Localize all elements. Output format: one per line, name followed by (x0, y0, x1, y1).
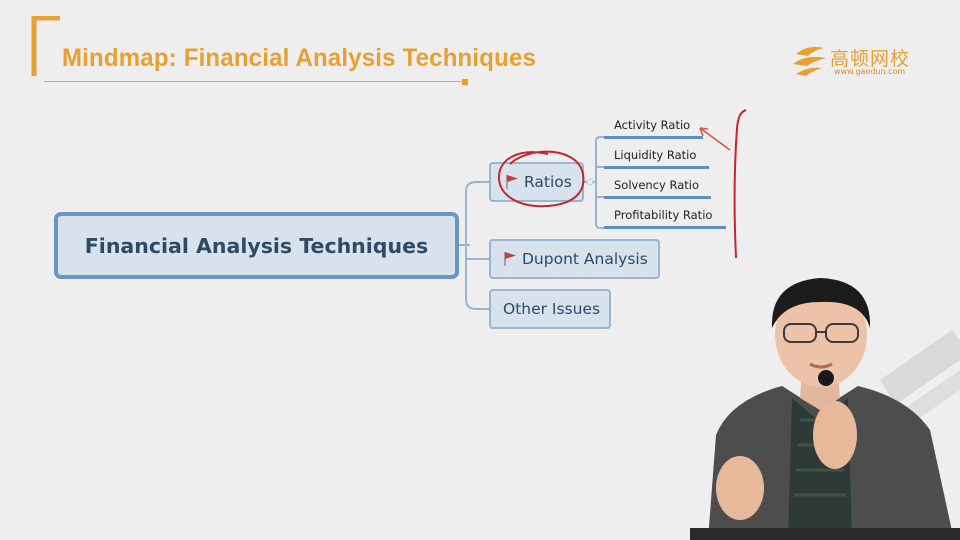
connector-ratios-knob (586, 178, 594, 186)
leaf-underline (604, 166, 709, 169)
branch-label-other-issues: Other Issues (503, 300, 601, 318)
leaf-activity-ratio[interactable]: Activity Ratio (614, 118, 691, 132)
gaodun-logo-mark-icon (793, 46, 826, 76)
root-node[interactable]: Financial Analysis Techniques (54, 212, 459, 279)
connector-branch-spine (465, 181, 489, 310)
flag-icon (506, 175, 518, 189)
leaf-underline (604, 196, 711, 199)
leaf-solvency-ratio[interactable]: Solvency Ratio (614, 178, 700, 192)
leaf-liquidity-ratio[interactable]: Liquidity Ratio (614, 148, 697, 162)
slide-title: Mindmap: Financial Analysis Techniques (62, 44, 537, 72)
flag-icon (504, 252, 516, 266)
leaf-profitability-ratio[interactable]: Profitability Ratio (614, 208, 713, 222)
gaodun-logo: 高顿网校 www.gaodun.com (790, 40, 930, 82)
title-bracket-decoration (31, 16, 60, 76)
branch-node-ratios[interactable]: Ratios (489, 162, 584, 202)
branch-node-dupont-analysis[interactable]: Dupont Analysis (489, 239, 660, 279)
branch-label-dupont-analysis: Dupont Analysis (522, 250, 648, 268)
title-underline (44, 81, 464, 82)
connector-leaf-spine (595, 136, 604, 229)
logo-chinese-name: 高顿网校 (830, 48, 911, 70)
leaf-underline (604, 226, 726, 229)
leaf-underline (604, 136, 703, 139)
presenter-video (690, 278, 960, 540)
logo-url: www.gaodun.com (834, 67, 906, 76)
branch-label-ratios: Ratios (524, 173, 572, 191)
branch-node-other-issues[interactable]: Other Issues (489, 289, 611, 329)
title-underline-dot (462, 79, 468, 85)
